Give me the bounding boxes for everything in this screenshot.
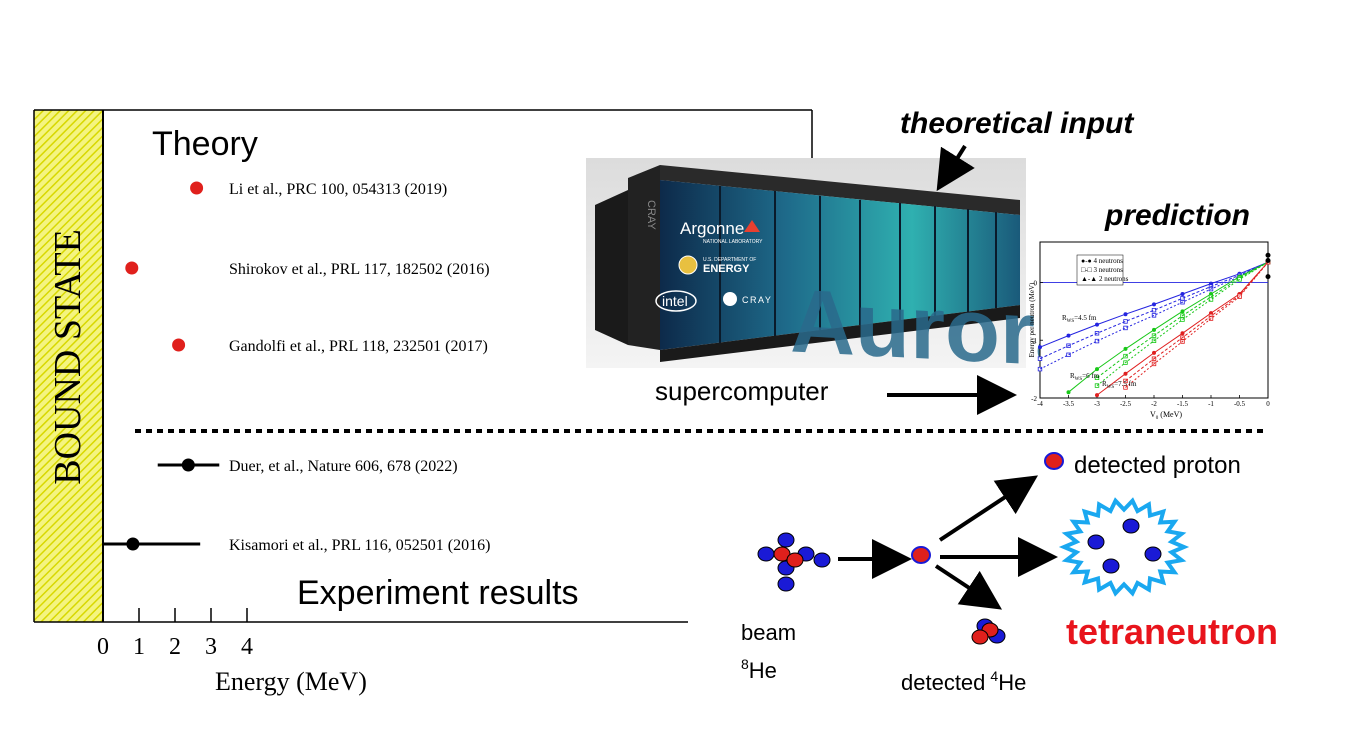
inset-x-tick-label: 0 (1266, 400, 1270, 408)
data-point-label: Li et al., PRC 100, 054313 (2019) (229, 181, 447, 198)
inset-endpoint (1265, 274, 1271, 280)
data-point (125, 261, 139, 275)
inset-point (1151, 307, 1157, 313)
theoretical-input-arrow (936, 144, 975, 192)
side-logo: CRAY (645, 200, 657, 230)
bound-state-label: BOUND STATE (47, 229, 89, 485)
x-tick-label: 2 (169, 634, 181, 660)
cray-logo: CRAY (742, 295, 772, 305)
x-tick-label: 1 (133, 634, 145, 660)
tetraneutron-label: tetraneutron (1066, 611, 1278, 652)
intel-logo: intel (662, 293, 688, 309)
prediction-label: prediction (1104, 199, 1250, 232)
supercomputer-image: CRAY Aurora Argonne NATIONAL LABORATORY … (586, 158, 1086, 387)
inset-endpoint (1265, 252, 1271, 258)
intel-logo-ring (655, 290, 697, 312)
inset-point (1180, 296, 1185, 301)
doe-seal-icon (678, 255, 698, 275)
inset-x-label: V0 (MeV) (1150, 410, 1182, 421)
data-point (172, 338, 186, 352)
inset-series-line (1039, 261, 1269, 348)
data-point (181, 458, 195, 472)
inset-endpoint (1265, 257, 1271, 263)
data-point-label: Duer, et al., Nature 606, 678 (2022) (229, 458, 458, 475)
supercomputer-label: supercomputer (655, 376, 829, 406)
inset-point (1123, 325, 1128, 331)
inset-point (1123, 319, 1128, 324)
doe-logo: ENERGY (703, 263, 750, 275)
inset-series-line (1039, 261, 1269, 370)
inset-y-label: Energy per neutron (MeV) (1028, 282, 1036, 357)
inset-x-tick-label: -1 (1208, 400, 1214, 408)
proton-arrow (938, 475, 1039, 542)
aurora-wordmark: Aurora (790, 270, 1086, 386)
inset-point (1066, 352, 1071, 358)
data-point-label: Gandolfi et al., PRL 118, 232501 (2017) (229, 338, 488, 355)
inset-plot: -4 -3.5 -3 -2.5 -2 -1.5 -1 -0.5 0 0 -1 -2 (1031, 252, 1271, 408)
cray-swirl-icon (723, 292, 737, 306)
inset-y-tick-label: 0 (1034, 279, 1038, 287)
data-point-label: Kisamori et al., PRL 116, 052501 (2016) (229, 537, 490, 554)
argonne-logo: Argonne (680, 219, 744, 238)
argonne-triangle-icon (744, 220, 760, 232)
prediction-chart: -4 -3.5 -3 -2.5 -2 -1.5 -1 -0.5 0 0 -1 -2 Energy pe… (1028, 241, 1271, 421)
he4-nucleus (971, 618, 1006, 645)
inset-x-tick-label: -4 (1037, 400, 1043, 408)
doe-sublogo: U.S. DEPARTMENT OF (703, 257, 756, 263)
inset-x-tick-label: -2 (1151, 400, 1157, 408)
x-axis-title: Energy (MeV) (215, 667, 367, 696)
inset-annot-4p5: RWS=4.5 fm (1062, 314, 1097, 324)
detected-proton-icon (1044, 452, 1064, 470)
argonne-sublogo: NATIONAL LABORATORY (703, 239, 763, 245)
inset-point (1151, 313, 1157, 318)
intermediate-proton (911, 546, 931, 564)
inset-x-tick-label: -0.5 (1234, 400, 1246, 408)
inset-x-tick-label: -1.5 (1177, 400, 1189, 408)
he4-arrow (934, 564, 1003, 610)
experiment-label: Experiment results (297, 574, 579, 612)
data-point (190, 181, 204, 195)
inset-point (1208, 297, 1214, 302)
tetraneutron-neutrons (1087, 518, 1162, 574)
bound-state-band (34, 110, 103, 622)
x-tick-label: 3 (205, 634, 217, 660)
inset-series-line (1125, 261, 1269, 388)
inset-point (1037, 356, 1043, 361)
inset-series-line (1068, 261, 1269, 393)
inset-legend-4n: ●-● 4 neutrons (1081, 257, 1123, 265)
he8-nucleus (757, 532, 831, 592)
beam-nucleus-label: 8He (741, 656, 777, 683)
inset-x-tick-label: -3.5 (1063, 400, 1075, 408)
data-point (126, 537, 140, 551)
inset-legend-2n: ▲-▲ 2 neutrons (1081, 275, 1129, 283)
inset-point (1037, 366, 1043, 372)
detected-proton-label: detected proton (1074, 452, 1241, 479)
inset-series-line (1096, 261, 1269, 379)
inset-legend-3n: □-□ 3 neutrons (1081, 266, 1123, 274)
x-tick-label: 0 (97, 634, 109, 660)
theory-label: Theory (152, 125, 258, 163)
tetraneutron-burst (1058, 497, 1190, 597)
data-points: Li et al., PRC 100, 054313 (2019) Shiroko… (103, 181, 490, 554)
inset-y-tick-label: -2 (1031, 395, 1037, 403)
inset-x-tick-label: -3 (1094, 400, 1100, 408)
x-tick-label: 4 (241, 634, 253, 660)
inset-annot-6: RWS=6 fm (1070, 372, 1100, 382)
inset-x-tick-label: -2.5 (1120, 400, 1132, 408)
data-point-label: Shirokov et al., PRL 117, 182502 (2016) (229, 261, 490, 278)
inset-y-tick-label: -1 (1031, 337, 1037, 345)
inset-series-line (1039, 261, 1269, 360)
beam-label: beam (741, 620, 796, 645)
inset-series-line (1125, 261, 1269, 382)
inset-series-line (1096, 261, 1269, 386)
inset-point (1094, 338, 1100, 344)
inset-annot-7p5: RWS=7.5 fm (1102, 380, 1137, 390)
theoretical-input-label: theoretical input (900, 107, 1135, 140)
